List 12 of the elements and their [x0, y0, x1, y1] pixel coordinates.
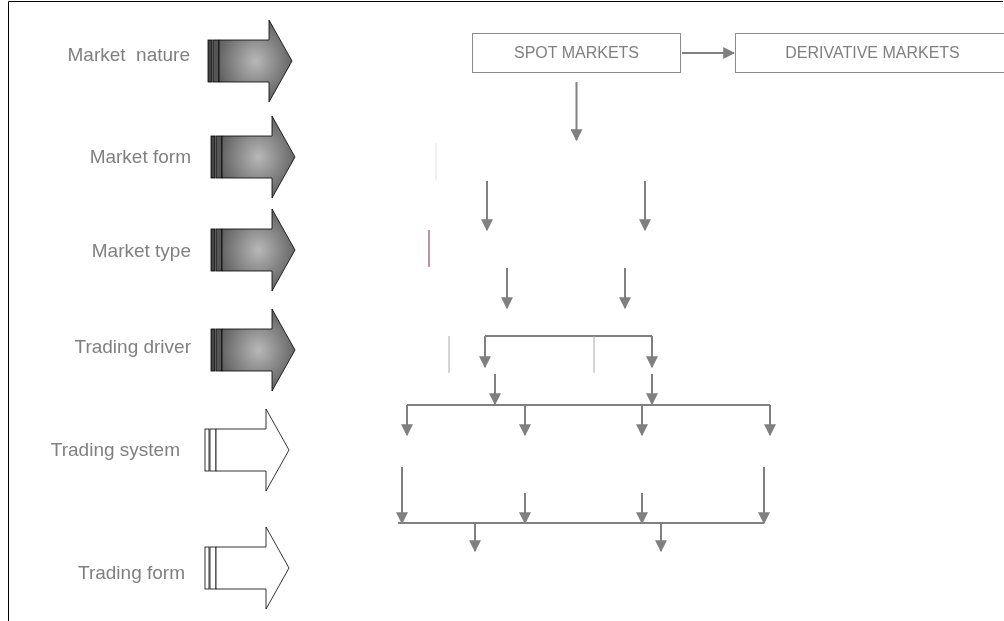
market-box	[735, 33, 1004, 73]
market-box	[472, 33, 681, 73]
level-label: Market form	[89, 146, 191, 168]
level-label: Market type	[91, 240, 191, 262]
level-label: Trading form	[78, 562, 185, 584]
level-label: Trading system	[50, 439, 180, 461]
arrow	[570, 81, 583, 142]
market-name: SPOT MARKETS	[513, 44, 640, 62]
level-label: Market nature	[67, 44, 190, 66]
level-label: Trading driver	[74, 336, 191, 358]
market-name: DERIVATIVE MARKETS	[785, 44, 960, 62]
arrow	[681, 47, 736, 59]
